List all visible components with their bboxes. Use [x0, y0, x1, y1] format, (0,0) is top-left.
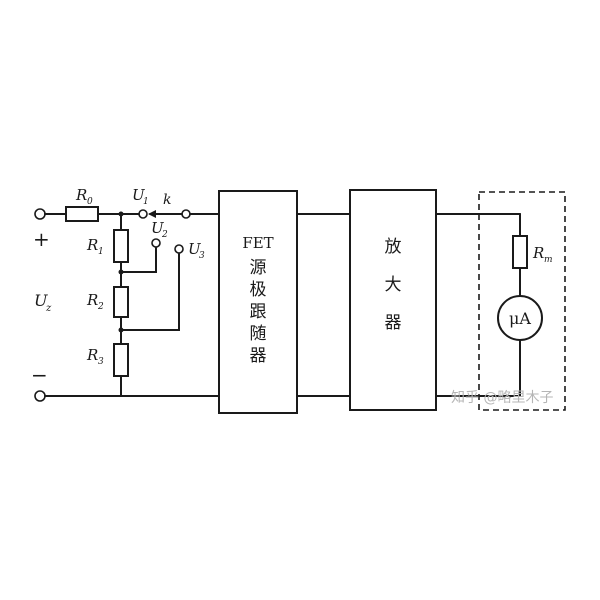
amp-char-1: 放	[385, 237, 402, 257]
wire-u3-tap	[120, 253, 180, 331]
input-terminal-bottom	[34, 390, 46, 402]
u3-terminal	[174, 244, 184, 254]
r0-sub: 0	[87, 197, 93, 207]
resistor-r2	[113, 286, 129, 318]
r2-label: R	[86, 291, 98, 309]
fet-label: FET	[242, 234, 273, 252]
u1-label: U	[132, 186, 146, 204]
r2-sub: 2	[97, 302, 104, 312]
u1-terminal	[138, 209, 148, 219]
r3-sub: 3	[98, 357, 104, 367]
amplifier-block	[349, 189, 437, 411]
u3-label: U	[188, 240, 202, 258]
u2-terminal	[151, 238, 161, 248]
ux-sub: z	[45, 303, 52, 314]
switch-label: k	[163, 192, 171, 208]
r1-label: R	[86, 236, 98, 254]
r3-label: R	[86, 346, 98, 364]
meter-enclosure	[478, 191, 566, 411]
plus-sign: +	[33, 227, 50, 251]
fet-char-4: 随	[250, 324, 267, 344]
resistor-rm	[512, 235, 528, 269]
switch-pivot	[181, 209, 191, 219]
resistor-r0	[65, 206, 99, 222]
u3-sub: 3	[199, 251, 205, 261]
switch-arrow	[148, 210, 156, 218]
r0-label: R	[75, 186, 87, 204]
meter-label: μA	[509, 309, 531, 328]
fet-block	[218, 190, 298, 414]
amp-char-2: 大	[385, 275, 402, 295]
u2-label: U	[151, 219, 165, 237]
resistor-r1	[113, 229, 129, 263]
rm-label: R	[532, 244, 544, 262]
fet-char-1: 源	[250, 258, 267, 278]
wire-u2-tap	[120, 247, 157, 273]
minus-sign: −	[31, 363, 48, 387]
input-terminal-top	[34, 208, 46, 220]
u2-sub: 2	[161, 230, 168, 240]
ux-label: U	[34, 291, 48, 310]
r1-sub: 1	[98, 247, 104, 257]
fet-char-2: 极	[250, 280, 267, 300]
u1-sub: 1	[143, 197, 149, 207]
fet-char-3: 跟	[250, 302, 267, 322]
amp-char-3: 器	[385, 313, 402, 333]
fet-char-5: 器	[250, 346, 267, 366]
rm-sub: m	[544, 255, 553, 265]
resistor-r3	[113, 343, 129, 377]
watermark: 知乎 @略里木子	[451, 389, 553, 406]
